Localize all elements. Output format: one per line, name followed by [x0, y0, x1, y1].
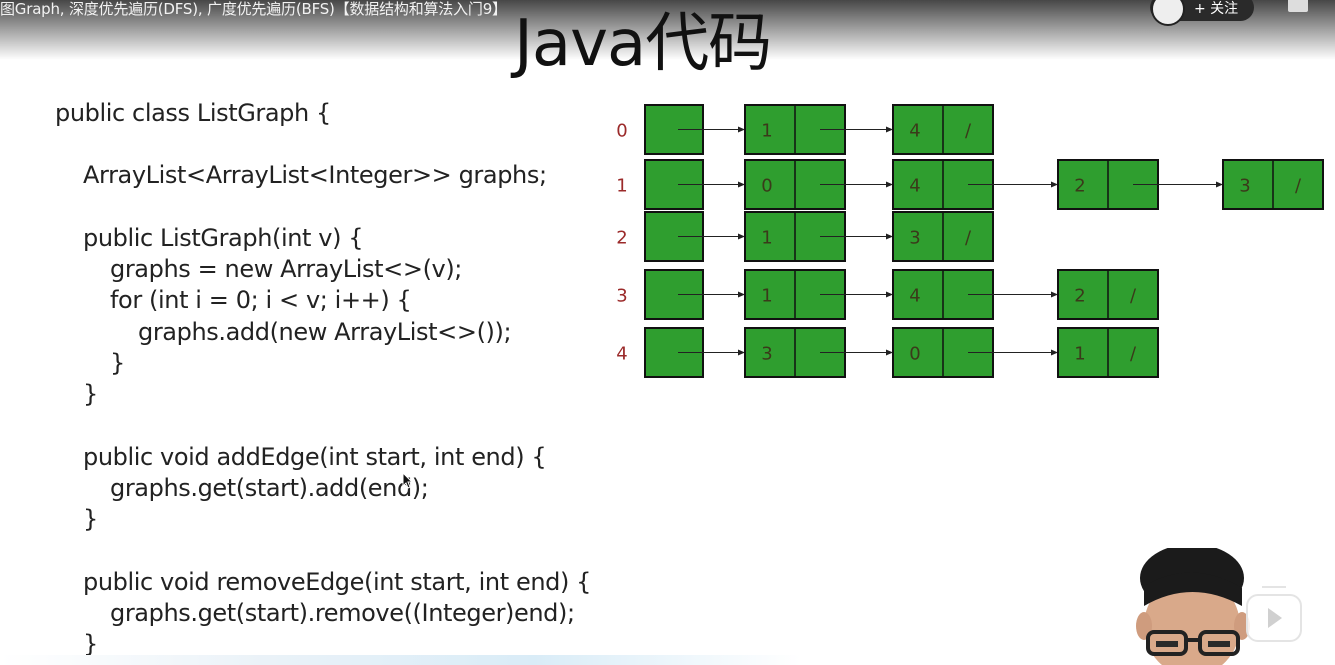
pointer-arrow	[820, 126, 893, 133]
node-value: 1	[761, 228, 772, 249]
code-line: public void removeEdge(int start, int en…	[83, 568, 592, 596]
code-line: public class ListGraph {	[55, 99, 331, 127]
pointer-arrow	[678, 181, 745, 188]
row-label: 4	[616, 344, 627, 365]
comment-icon[interactable]	[1288, 0, 1308, 12]
null-pointer: /	[965, 228, 972, 249]
play-button[interactable]	[1246, 594, 1302, 642]
pointer-arrow	[820, 291, 893, 298]
pointer-arrow	[1133, 181, 1223, 188]
row-label: 3	[616, 286, 627, 307]
null-pointer: /	[965, 121, 972, 142]
code-line: }	[83, 505, 98, 533]
pointer-arrow	[968, 181, 1058, 188]
pointer-arrow	[678, 126, 745, 133]
play-button-ears	[1262, 586, 1286, 598]
null-pointer: /	[1130, 286, 1137, 307]
node-value: 1	[761, 286, 772, 307]
node-value: 4	[909, 176, 920, 197]
node-value: 3	[1239, 176, 1250, 197]
code-line: graphs.add(new ArrayList<>());	[138, 318, 512, 346]
node-value: 1	[761, 121, 772, 142]
code-line: }	[83, 380, 98, 408]
pointer-arrow	[820, 181, 893, 188]
node-value: 2	[1074, 176, 1085, 197]
node-value: 3	[909, 228, 920, 249]
uploader-avatar-icon[interactable]	[1151, 0, 1185, 26]
row-label: 1	[616, 176, 627, 197]
pointer-arrow	[820, 233, 893, 240]
null-pointer: /	[1295, 176, 1302, 197]
slide-title: Java代码	[514, 7, 772, 81]
list-node: 3/	[892, 211, 994, 262]
pointer-arrow	[968, 291, 1058, 298]
node-value: 2	[1074, 286, 1085, 307]
mouse-pointer-icon	[402, 472, 414, 489]
list-node: 2/	[1057, 269, 1159, 320]
node-value: 4	[909, 286, 920, 307]
node-value: 0	[761, 176, 772, 197]
code-line: graphs = new ArrayList<>(v);	[110, 255, 462, 283]
video-title: 图Graph, 深度优先遍历(DFS), 广度优先遍历(BFS)【数据结构和算法…	[0, 0, 507, 18]
row-label: 0	[616, 121, 627, 142]
code-line: public void addEdge(int start, int end) …	[83, 443, 547, 471]
pointer-arrow	[678, 233, 745, 240]
play-icon	[1268, 608, 1282, 628]
code-line: graphs.get(start).add(end);	[110, 474, 429, 502]
code-line: for (int i = 0; i < v; i++) {	[110, 286, 412, 314]
list-node: 3/	[1222, 159, 1324, 210]
pointer-arrow	[968, 349, 1058, 356]
node-value: 1	[1074, 344, 1085, 365]
row-label: 2	[616, 228, 627, 249]
list-node: 1/	[1057, 327, 1159, 378]
follow-button[interactable]: + 关注	[1150, 0, 1254, 26]
pointer-arrow	[678, 349, 745, 356]
null-pointer: /	[1130, 344, 1137, 365]
code-line: graphs.get(start).remove((Integer)end);	[110, 599, 575, 627]
presenter-webcam	[1136, 548, 1250, 665]
code-line: public ListGraph(int v) {	[83, 224, 364, 252]
node-value: 0	[909, 344, 920, 365]
video-top-bar	[0, 0, 1335, 60]
code-line: ArrayList<ArrayList<Integer>> graphs;	[83, 161, 547, 189]
code-line: }	[110, 349, 125, 377]
node-value: 4	[909, 121, 920, 142]
code-line: }	[83, 630, 98, 658]
node-value: 3	[761, 344, 772, 365]
list-node: 4/	[892, 104, 994, 155]
follow-label: + 关注	[1194, 1, 1239, 17]
pointer-arrow	[820, 349, 893, 356]
video-bottom-strip	[0, 655, 1335, 665]
pointer-arrow	[678, 291, 745, 298]
